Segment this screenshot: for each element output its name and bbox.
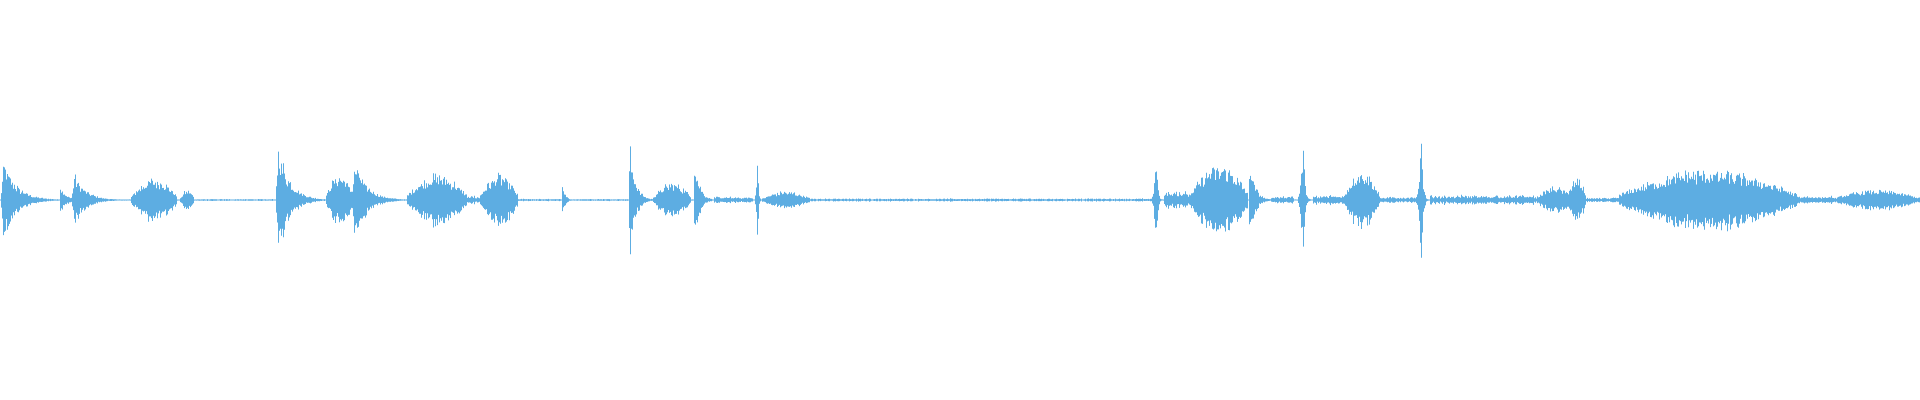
waveform-trace [0, 143, 1920, 258]
waveform-bars [0, 143, 1920, 258]
